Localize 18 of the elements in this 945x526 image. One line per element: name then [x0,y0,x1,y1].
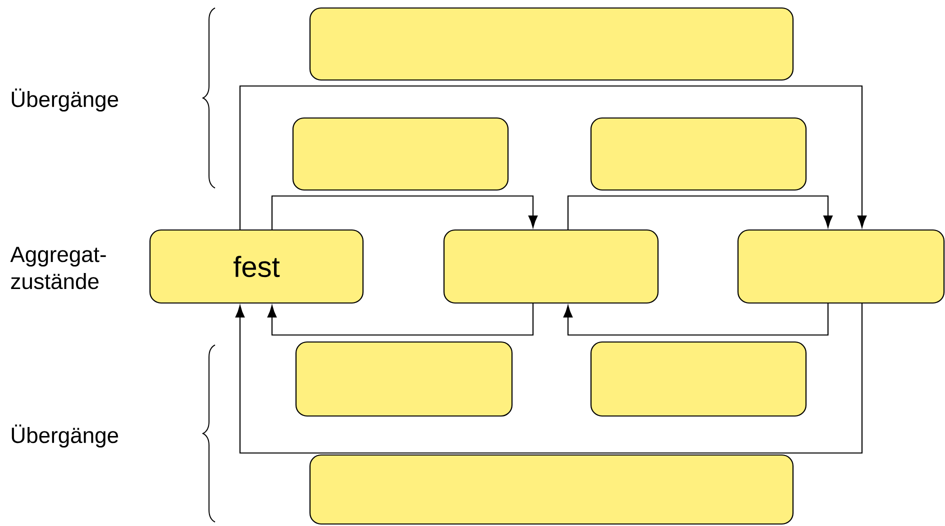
empty-box [309,454,794,525]
empty-box [443,229,659,304]
empty-box [737,229,945,304]
side-label: Übergänge [12,88,118,112]
arrow [567,195,833,230]
side-label: Übergänge [12,424,118,448]
empty-box [292,117,509,191]
arrow [239,85,867,230]
empty-box [590,117,807,191]
empty-box [295,341,513,417]
arrow [235,304,863,454]
empty-box [590,341,807,417]
arrow [563,304,829,336]
arrow [271,195,538,230]
state-box: fest [149,229,364,304]
side-label: Aggregat- zustände [10,246,106,290]
arrow [267,304,534,336]
empty-box [309,7,794,81]
